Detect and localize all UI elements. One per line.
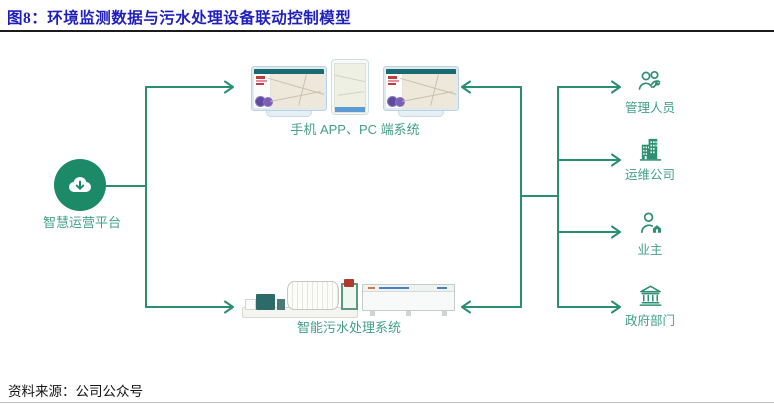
- cloud-platform-badge: [54, 159, 106, 211]
- stakeholder-om-company: 运维公司: [606, 136, 694, 183]
- figure-title: 图8：环境监测数据与污水处理设备联动控制模型: [7, 10, 352, 27]
- treatment-skid-equipment: [242, 276, 358, 318]
- stakeholder-government: 政府部门: [606, 282, 694, 329]
- bottom-divider: [0, 402, 774, 403]
- stakeholder-managers: 管理人员: [606, 68, 694, 116]
- pc-monitor-left: [251, 66, 327, 117]
- phone-app: [331, 59, 369, 115]
- stakeholder-label: 政府部门: [624, 314, 675, 328]
- pie-chart-icon: [395, 97, 405, 107]
- company-buildings-icon: [639, 138, 661, 161]
- source-note: 资料来源：公司公众号: [8, 384, 143, 399]
- pie-chart-icon: [263, 97, 273, 107]
- owner-person-house-icon: [640, 212, 661, 234]
- dashboard-screen: [254, 69, 324, 108]
- dashboard-screen: [386, 69, 456, 108]
- phone-map-screen: [334, 63, 366, 113]
- stakeholder-label: 业主: [637, 243, 663, 257]
- government-bank-icon: [639, 285, 661, 306]
- treatment-container-equipment: [362, 284, 455, 316]
- map-view: [400, 74, 456, 108]
- managers-wrench-icon: [638, 70, 661, 90]
- cloud-download-icon: [69, 177, 91, 192]
- phone-nav-bar: [335, 107, 365, 112]
- map-view: [268, 74, 324, 108]
- top-system-label: 手机 APP、PC 端系统: [290, 122, 420, 137]
- stakeholder-label: 运维公司: [624, 168, 675, 182]
- title-divider: [0, 30, 774, 33]
- platform-label: 智慧运营平台: [42, 215, 121, 230]
- stakeholder-owner: 业主: [606, 210, 694, 258]
- bottom-system-label: 智能污水处理系统: [296, 320, 401, 335]
- stakeholder-label: 管理人员: [624, 101, 675, 115]
- pc-monitor-right: [383, 66, 459, 117]
